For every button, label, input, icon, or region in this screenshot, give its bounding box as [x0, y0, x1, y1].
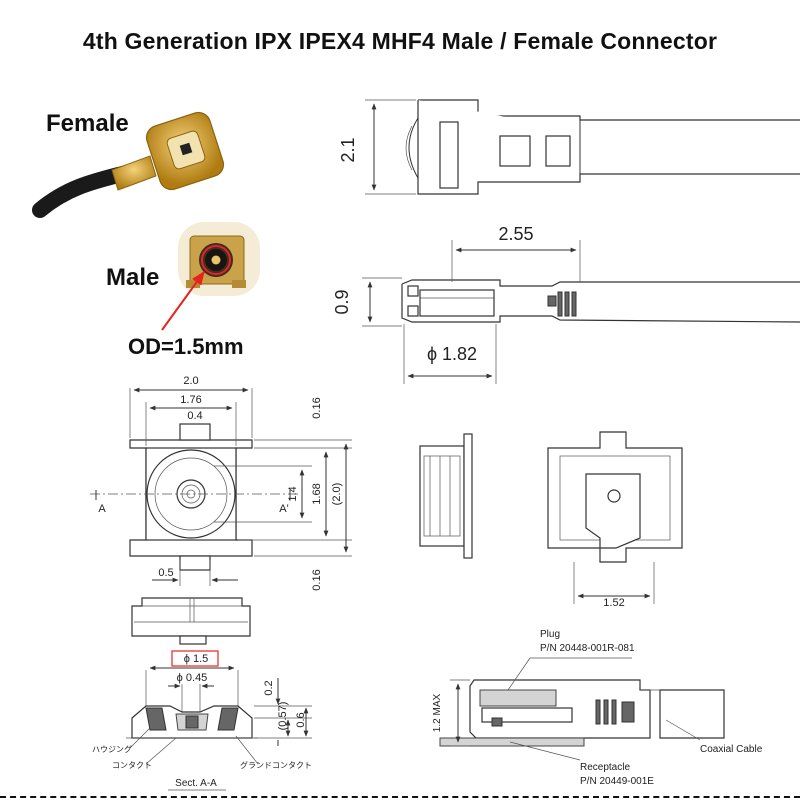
receptacle-part-number: P/N 20449-001E	[580, 776, 654, 787]
inner-width-dimension: 1.76	[180, 394, 201, 406]
od-callout-arrow	[161, 270, 205, 331]
diameter-dimension: ϕ 1.82	[427, 344, 477, 364]
contact-label: コンタクト	[112, 761, 152, 770]
od-callout-circle	[201, 245, 231, 275]
receptacle-label: Receptacle	[580, 762, 630, 773]
od-label: OD=1.5mm	[128, 334, 244, 359]
bottom-width-dimension: 1.52	[603, 597, 624, 609]
receptacle-front-view	[90, 387, 352, 586]
coaxial-cable-label: Coaxial Cable	[700, 744, 763, 755]
housing-label: ハウジング	[92, 744, 132, 754]
max-height-dimension: 1.2 MAX	[432, 694, 443, 733]
ground-contact-label: グランドコンタクト	[240, 760, 312, 770]
bottom-margin-dimension: 0.16	[311, 569, 323, 590]
plug-side-view	[362, 240, 800, 384]
plug-label: Plug	[540, 629, 560, 640]
mid-height-dimension: 1.68	[311, 483, 323, 504]
section-total-height-dimension: 0.6	[295, 712, 307, 727]
page-title: 4th Generation IPX IPEX4 MHF4 Male / Fem…	[82, 28, 718, 54]
male-label: Male	[106, 264, 160, 291]
mated-assembly-view	[439, 657, 725, 761]
section-top-height-dimension: 0.2	[263, 680, 275, 695]
outer-height-dimension: (2.0)	[331, 483, 343, 506]
dashed-divider	[0, 796, 800, 798]
section-a-a-view	[126, 650, 312, 791]
tab-width-dimension: 0.5	[158, 567, 173, 579]
outer-dia-dimension: ϕ 1.5	[184, 653, 209, 665]
section-mid-height-dimension: (0.57)	[277, 702, 289, 731]
inner-height-dimension: 1.4	[287, 486, 299, 501]
inner-dia-dimension: ϕ 0.45	[177, 672, 208, 684]
profile-height-dimension: 0.9	[332, 289, 352, 314]
pin-width-dimension: 0.4	[187, 410, 202, 422]
length-dimension: 2.55	[498, 224, 533, 244]
receptacle-side-view	[131, 597, 251, 645]
plug-part-number: P/N 20448-001R-081	[540, 643, 635, 654]
female-label: Female	[46, 110, 129, 137]
section-marker-left: A	[98, 503, 106, 515]
plug-top-view	[365, 99, 800, 195]
section-marker-right: A'	[279, 503, 288, 515]
female-connector-photo	[32, 111, 225, 218]
receptacle-bottom-view	[547, 431, 683, 604]
height-dimension: 2.1	[338, 137, 358, 162]
top-margin-dimension: 0.16	[311, 397, 323, 418]
section-caption: Sect. A-A	[175, 778, 217, 789]
male-connector-photo	[178, 222, 260, 296]
width-dimension: 2.0	[183, 375, 198, 387]
receptacle-edge-view	[419, 433, 473, 559]
